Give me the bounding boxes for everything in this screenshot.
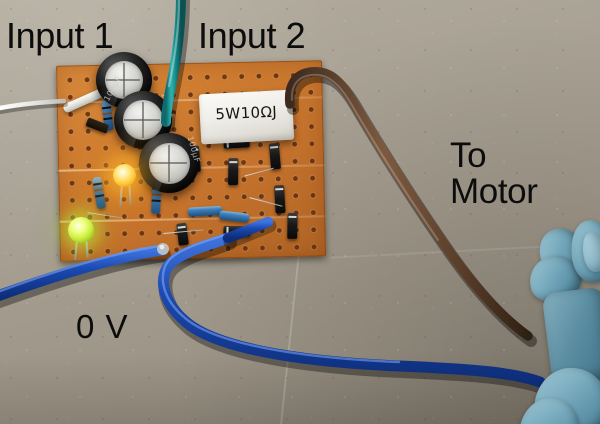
input-1-wire [0,98,68,114]
background-vignette [0,354,600,424]
input-2-wire [161,0,190,132]
label-input-2: Input 2 [198,15,306,56]
led-green-yellow [68,217,94,243]
gloved-hand [515,216,600,424]
label-to-motor: To Motor [450,136,538,212]
label-input-1: Input 1 [6,15,114,56]
led-amber [113,164,136,187]
electrolytic-capacitor-3: 100µF [139,133,202,193]
ground-wire-right [158,232,549,394]
ground-wire-board-stub [222,216,277,249]
motor-wire [284,67,537,347]
label-zero-volts: 0 V [76,308,129,345]
solder-joint-highlight [159,244,165,250]
ground-wire-left [0,244,171,309]
